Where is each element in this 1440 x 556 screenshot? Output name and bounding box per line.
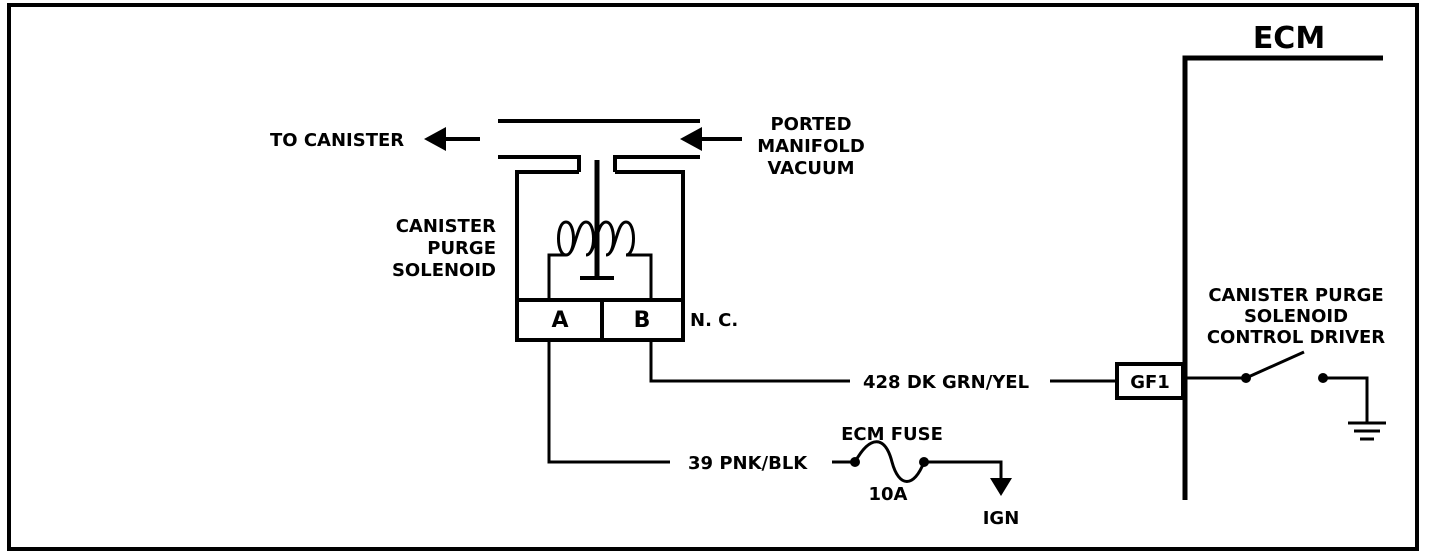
wire-39-label: 39 PNK/BLK xyxy=(688,453,808,474)
normally-closed-label: N. C. xyxy=(690,310,738,331)
wire-428-label: 428 DK GRN/YEL xyxy=(863,372,1029,393)
fuse-name-label: ECM FUSE xyxy=(841,424,943,445)
terminal-a-label: A xyxy=(551,308,568,333)
solenoid-label-line1: CANISTER xyxy=(396,216,496,237)
driver-label-line3: CONTROL DRIVER xyxy=(1207,327,1385,348)
fuse-rating-label: 10A xyxy=(869,484,908,505)
vacuum-line-right-lower xyxy=(613,155,700,172)
ecm-box-outline xyxy=(1182,55,1383,500)
solenoid-label-line3: SOLENOID xyxy=(392,260,496,281)
to-canister-label: TO CANISTER xyxy=(270,130,404,151)
to-canister-arrow-icon xyxy=(424,127,446,151)
fuse-icon xyxy=(853,440,926,483)
wire-39 xyxy=(547,340,670,464)
ign-wire xyxy=(924,460,1003,478)
ground-icon xyxy=(1348,421,1386,441)
driver-switch-arm xyxy=(1245,350,1305,380)
driver-label-line1: CANISTER PURGE xyxy=(1208,285,1383,306)
vacuum-label: VACUUM xyxy=(768,158,855,179)
vacuum-arrow-icon xyxy=(680,127,702,151)
wire-428 xyxy=(649,340,850,383)
gf1-connector-label: GF1 xyxy=(1130,372,1170,393)
vacuum-line-left-lower xyxy=(498,155,581,172)
solenoid-label-line2: PURGE xyxy=(427,238,496,259)
terminal-b-label: B xyxy=(634,308,651,333)
ecm-label: ECM xyxy=(1253,21,1325,56)
driver-label-line2: SOLENOID xyxy=(1244,306,1348,327)
ign-arrow-icon xyxy=(990,478,1012,496)
driver-ground-wire xyxy=(1323,376,1369,422)
solenoid-coil-icon xyxy=(547,220,653,298)
ported-label: PORTED xyxy=(770,114,851,135)
diagram-frame xyxy=(7,3,1419,551)
manifold-label: MANIFOLD xyxy=(757,136,865,157)
ign-label: IGN xyxy=(983,508,1020,529)
gf1-connector xyxy=(1115,362,1185,400)
solenoid-body xyxy=(515,170,685,300)
